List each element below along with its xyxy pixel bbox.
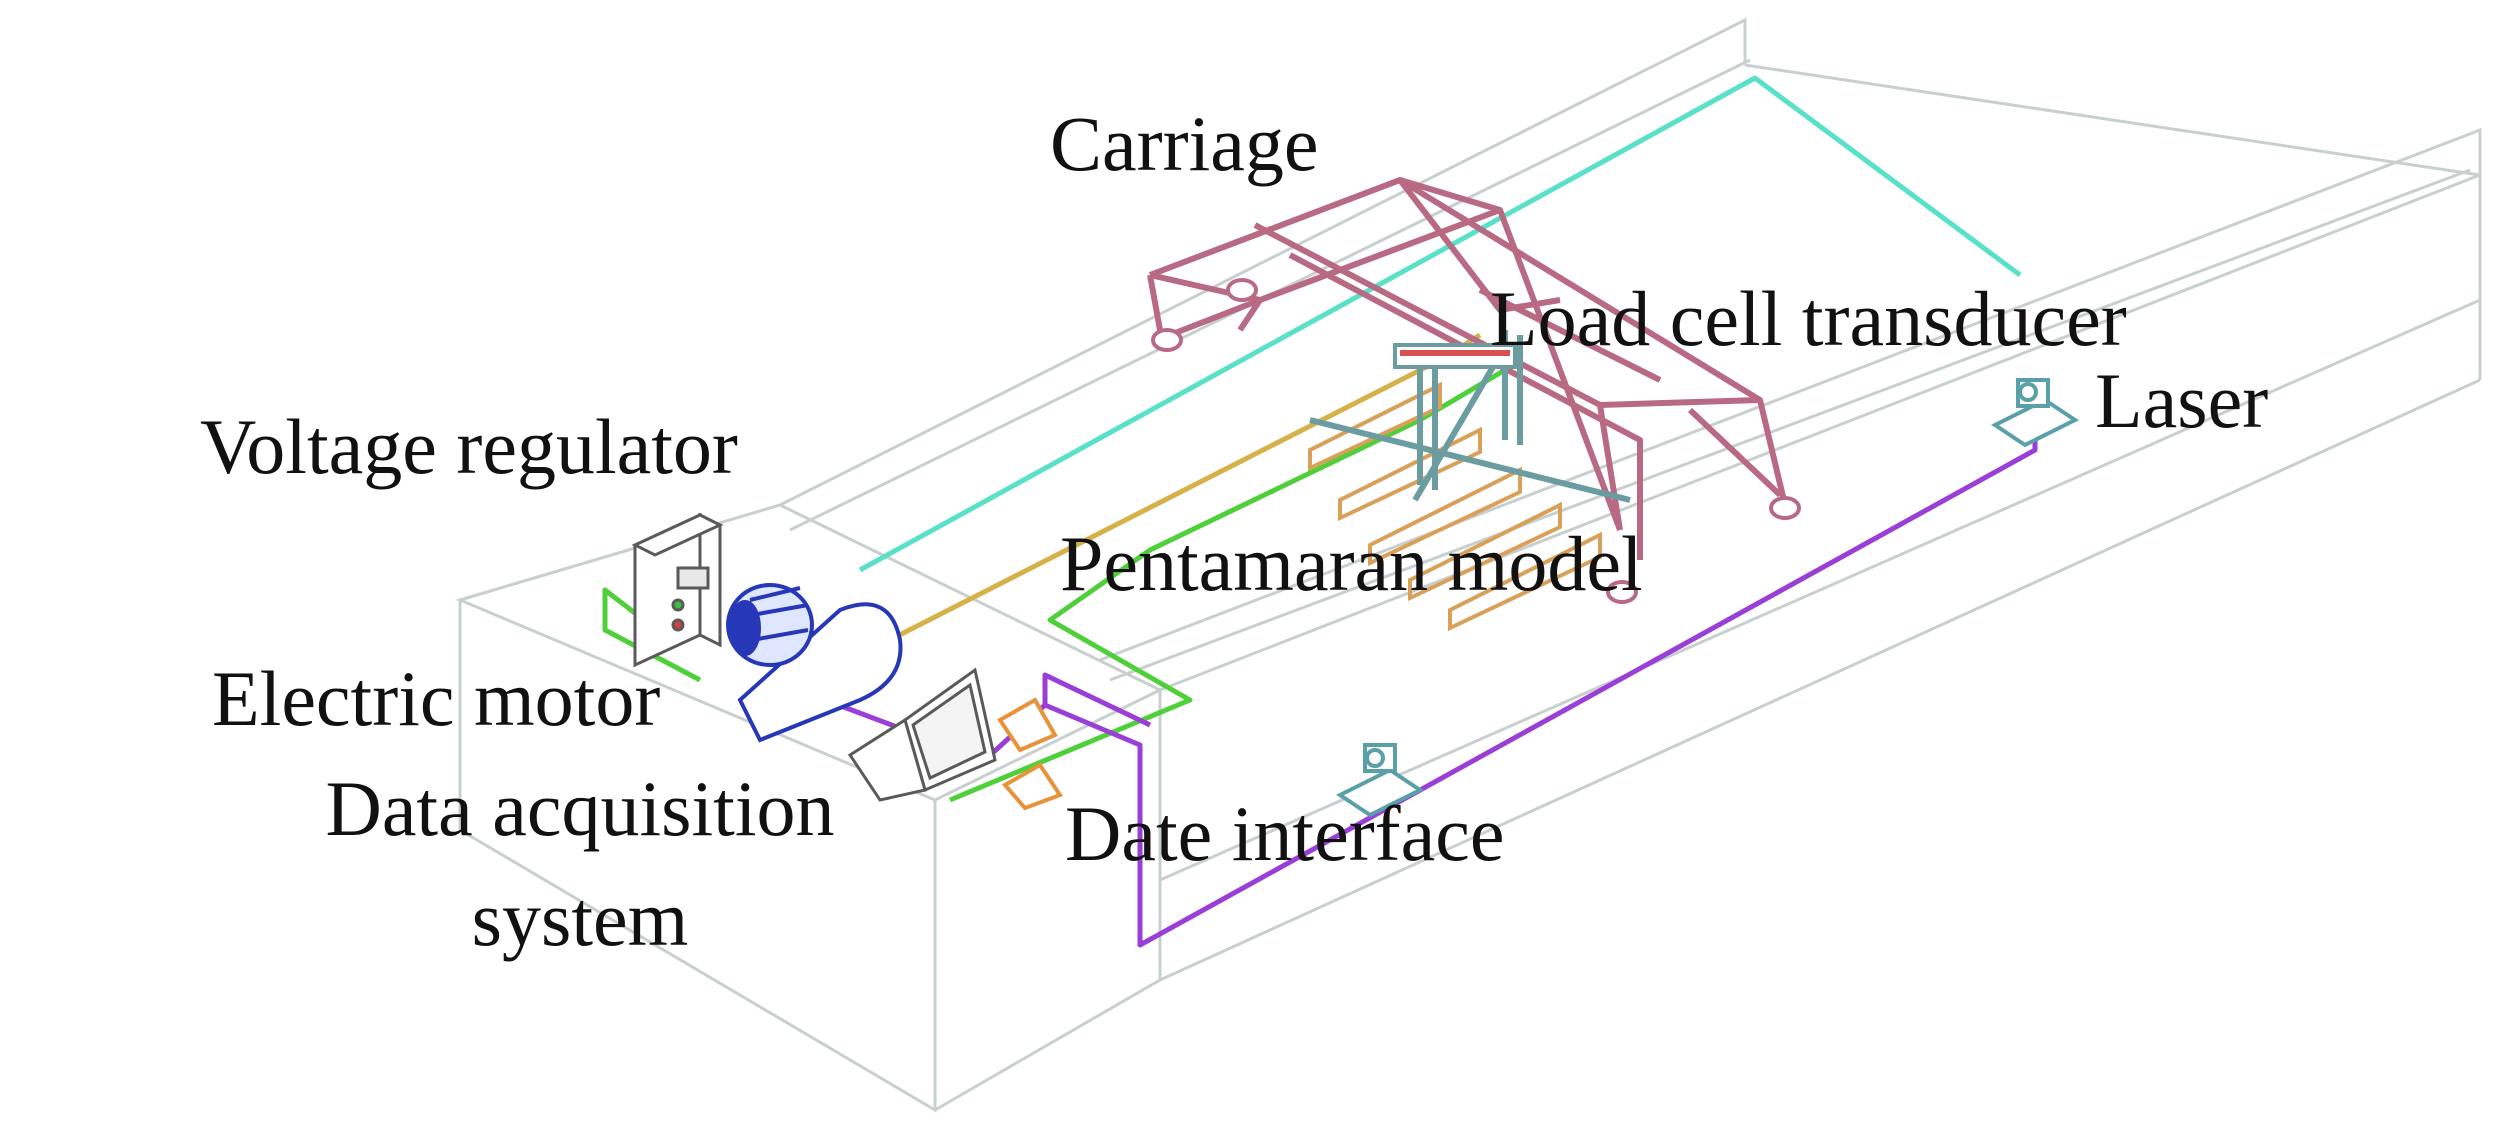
label-date-interface: Date interface [1065,790,1505,877]
label-electric-motor: Electric motor [212,655,661,742]
carriage-wheel-3 [1606,580,1638,604]
electric-motor-unit [726,583,903,743]
cyan-signal-wire [858,75,2022,573]
pentamaran-hull-4 [1408,501,1562,602]
label-carriage: Carriage [1050,100,1319,187]
laser-base-near [1336,767,1424,818]
carriage-cross-2 [1399,177,1501,213]
regulator-light-green [671,598,685,612]
label-pentamaran-model: Pentamaran model [1060,520,1643,607]
interface-boxes [997,697,1064,811]
laptop-keyboard [847,717,927,802]
laser-base-far [1991,397,2079,448]
laptop [847,667,997,802]
carriage-wheels [1151,278,1801,604]
pentamaran-hull-3 [1368,466,1522,567]
label-load-cell-transducer: Load cell transducer [1490,275,2127,362]
pentamaran-hulls [1308,381,1602,632]
carriage-wheel-4 [1769,496,1801,520]
carriage-top-beam-back [1148,177,1788,506]
regulator-light-red [671,618,685,632]
carriage-leg-back-right [1237,298,1263,332]
transverse-beam [1309,417,1631,503]
laptop-screen-inner [911,682,987,781]
motor-fin-3 [751,628,809,642]
carriage-brace-1 [1168,297,1262,338]
tank-rail-back [779,17,1747,507]
purple-interface-wire [1042,672,1152,728]
label-laser: Laser [2095,357,2269,444]
tank-far-edge [1744,63,2481,177]
laser-lens-near [1365,748,1385,768]
carriage-truss-3 [1397,178,1561,313]
carriage-wheel-2 [1226,278,1258,302]
label-data-acquisition-line2: system [471,875,689,962]
motor-fin-2 [751,603,809,617]
carriage-diag-2 [1599,397,1761,408]
laser-units [1336,378,2079,818]
label-data-acquisition-line1: Data acquisition [325,765,835,852]
carriage-diag-3 [1687,407,1783,498]
tank-side-wall-top [1159,173,2481,692]
pentamaran-hull-1 [1308,381,1442,472]
interface-box-2 [1001,762,1064,811]
label-voltage-regulator: Voltage regulator [200,403,738,490]
tank-rail-front-inner [1109,168,2471,682]
longitudinal-beam [1412,353,1503,502]
interface-box-1 [997,697,1058,753]
voltage-regulator-unit [631,512,724,668]
carriage-diag-1 [1478,287,1662,383]
motor-fin-1 [749,586,801,602]
motor-face [729,600,761,656]
pentamaran-hull-5 [1448,531,1602,632]
motor-housing [737,602,903,743]
tank-side-wall-bottom [1159,378,2481,982]
carriage-wheel-1 [1151,328,1183,352]
regulator-display [676,566,710,590]
load-cell-indicator [1400,350,1510,356]
regulator-top [631,513,724,557]
carriage-truss-2 [1288,252,1643,560]
laser-lens-far [2018,382,2038,402]
tank-end-front [458,600,937,1113]
